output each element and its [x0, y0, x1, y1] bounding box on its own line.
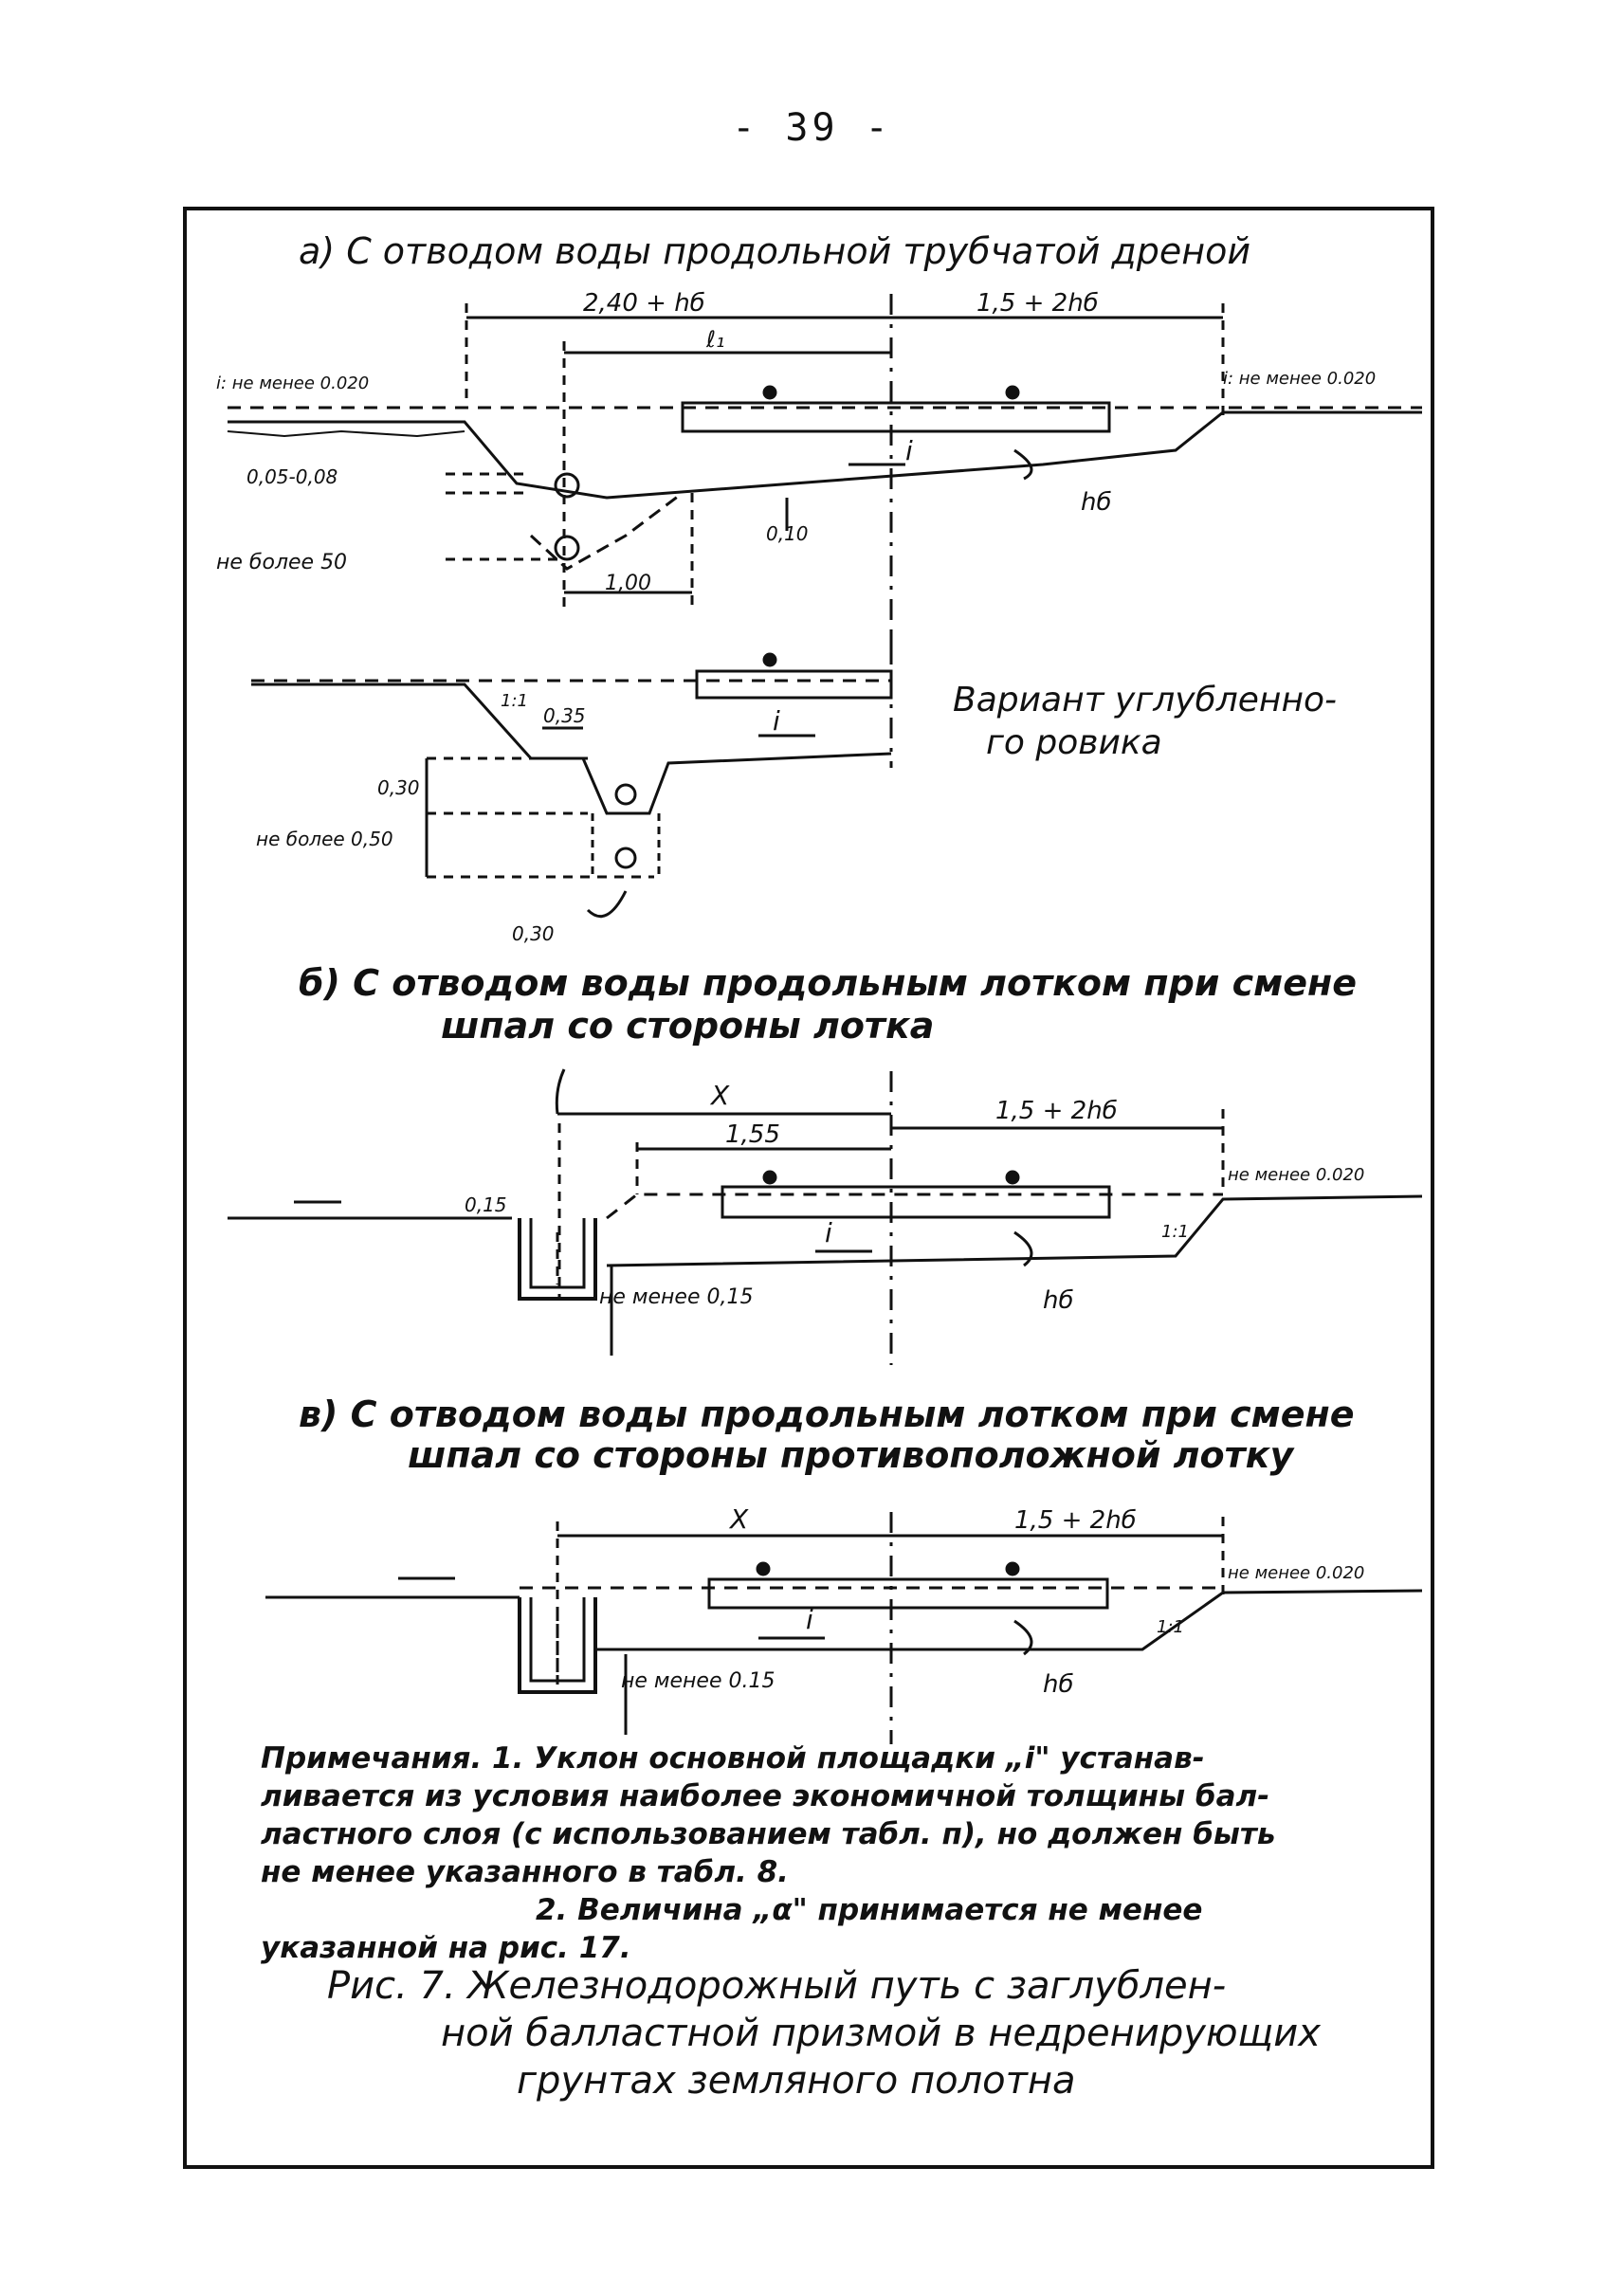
label-v-030b: 0,30	[512, 922, 555, 945]
dim-c-x: X	[728, 1503, 749, 1535]
notes-line-2: ливается из условия наиболее экономичной…	[261, 1779, 1270, 1813]
figure-frame	[183, 207, 1434, 2169]
slope-a-right: i: не менее 0.020	[1223, 369, 1376, 389]
label-v-030: 0,30	[377, 776, 420, 799]
label-c-hb: hб	[1043, 1670, 1074, 1699]
label-b-min: не менее 0,15	[599, 1285, 753, 1309]
variant-diagram	[251, 630, 893, 919]
page-number: - 39 -	[732, 106, 892, 150]
label-c-min: не менее 0.15	[621, 1669, 775, 1693]
figure-caption-line-3: грунтах земляного полотна	[517, 2059, 1076, 2103]
label-a-i: i	[905, 435, 913, 466]
notes-line-1: Примечания. 1. Уклон основной площадки „…	[261, 1741, 1205, 1776]
notes-line-6: указанной на рис. 17.	[261, 1931, 631, 1965]
dim-b-right: 1,5 + 2hб	[995, 1097, 1118, 1125]
section-a-diagram	[227, 294, 1422, 664]
section-c-title-line1: в) С отводом воды продольным лотком при …	[299, 1393, 1355, 1435]
section-a-title: а) С отводом воды продольной трубчатой д…	[299, 230, 1250, 272]
section-c-title-line2: шпал со стороны противоположной лотку	[408, 1434, 1295, 1476]
label-a-depth: 0,05-0,08	[246, 465, 338, 488]
dim-b-155: 1,55	[725, 1120, 780, 1149]
dim-a-inner: ℓ₁	[705, 326, 725, 353]
dim-c-right: 1,5 + 2hб	[1014, 1506, 1137, 1535]
variant-title-line1: Вариант углубленно-	[953, 681, 1337, 719]
slope-b-right: не менее 0.020	[1228, 1165, 1364, 1185]
slope-c-right: не менее 0.020	[1228, 1563, 1364, 1583]
label-c-i: i	[806, 1604, 813, 1635]
label-a-max: не более 50	[216, 551, 347, 574]
label-b-hb: hб	[1043, 1286, 1074, 1315]
label-c-slope: 1:1	[1157, 1617, 1184, 1637]
figure-caption-line-1: Рис. 7. Железнодорожный путь с заглублен…	[327, 1964, 1227, 2008]
slope-a-left: i: не менее 0.020	[216, 373, 369, 393]
label-a-100: 1,00	[605, 572, 651, 595]
figure-caption: Рис. 7. Железнодорожный путь с заглублен…	[327, 1962, 1427, 2104]
variant-title-line2: го ровика	[986, 723, 1162, 762]
section-b-title-line1: б) С отводом воды продольным лотком при …	[299, 962, 1357, 1004]
label-a-hb: hб	[1081, 488, 1112, 517]
notes-line-3: ластного слоя (с использованием табл. п)…	[261, 1817, 1276, 1851]
dim-a-left: 2,40 + hб	[583, 289, 705, 318]
notes-block: Примечания. 1. Уклон основной площадки „…	[261, 1739, 1427, 1967]
dim-b-x: X	[709, 1080, 730, 1111]
notes-line-5: 2. Величина „α" принимается не менее	[536, 1893, 1203, 1927]
label-b-i: i	[825, 1217, 832, 1248]
notes-line-4: не менее указанного в табл. 8.	[261, 1855, 789, 1889]
label-v-035: 0,35	[543, 704, 586, 727]
figure-caption-line-2: ной балластной призмой в недренирующих	[441, 2012, 1321, 2055]
section-b-title-line2: шпал со стороны лотка	[441, 1005, 934, 1047]
label-v-i: i	[773, 705, 780, 737]
dim-a-right: 1,5 + 2hб	[976, 289, 1099, 318]
section-b-diagram	[228, 1068, 1423, 1365]
label-b-015: 0,15	[465, 1193, 507, 1216]
label-a-010: 0,10	[766, 522, 809, 545]
label-v-max: не более 0,50	[256, 828, 393, 850]
section-c-diagram	[265, 1512, 1423, 1744]
label-b-slope: 1:1	[1161, 1222, 1189, 1242]
label-v-slope: 1:1	[501, 691, 528, 711]
